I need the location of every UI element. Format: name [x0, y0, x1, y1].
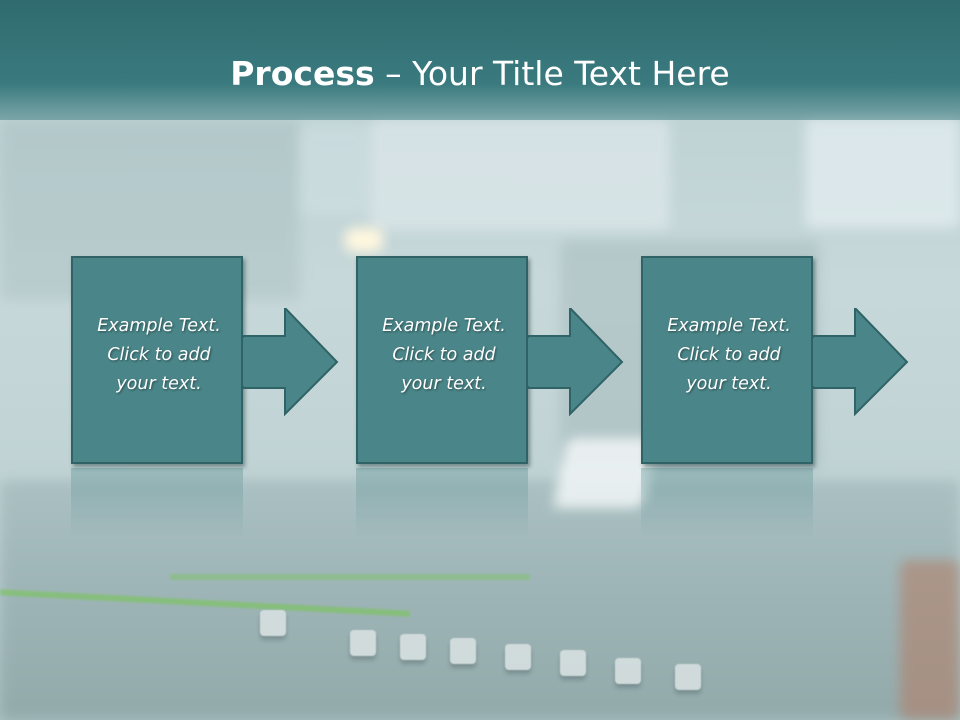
- step-text-line: your text.: [401, 374, 487, 394]
- step-box[interactable]: Example Text. Click to add your text.: [71, 256, 243, 464]
- step-reflection: [356, 468, 528, 538]
- step-reflection: [71, 468, 243, 538]
- step-text[interactable]: Example Text. Click to add your text.: [643, 312, 815, 399]
- step-text-line: your text.: [686, 374, 772, 394]
- step-text-line: Example Text.: [667, 316, 791, 336]
- step-box[interactable]: Example Text. Click to add your text.: [356, 256, 528, 464]
- background-light: [345, 228, 383, 252]
- background-monitor: [370, 120, 670, 230]
- right-arrow-icon: [528, 308, 624, 416]
- process-step-3[interactable]: Example Text. Click to add your text.: [641, 256, 909, 538]
- background-monitor: [300, 125, 370, 215]
- console-fader: [400, 634, 426, 660]
- console-fader: [260, 610, 286, 636]
- console-fader: [675, 664, 701, 690]
- process-step-1[interactable]: Example Text. Click to add your text.: [71, 256, 339, 538]
- title-text: – Your Title Text Here: [374, 54, 730, 93]
- right-arrow-icon: [243, 308, 339, 416]
- title-bold-text: Process: [230, 54, 375, 93]
- console-led-strip: [170, 574, 530, 580]
- console-fader: [450, 638, 476, 664]
- step-text-line: Click to add: [107, 345, 211, 365]
- console-fader: [560, 650, 586, 676]
- step-text-line: Example Text.: [382, 316, 506, 336]
- console-fader: [615, 658, 641, 684]
- right-arrow-icon: [813, 308, 909, 416]
- title-bar: [0, 0, 960, 120]
- step-text-line: Click to add: [392, 345, 496, 365]
- background-monitor: [805, 118, 960, 228]
- step-text[interactable]: Example Text. Click to add your text.: [73, 312, 245, 399]
- step-text-line: your text.: [116, 374, 202, 394]
- step-reflection: [641, 468, 813, 538]
- background-console-edge: [900, 560, 960, 720]
- step-text-line: Example Text.: [97, 316, 221, 336]
- step-text-line: Click to add: [677, 345, 781, 365]
- console-fader: [505, 644, 531, 670]
- step-text[interactable]: Example Text. Click to add your text.: [358, 312, 530, 399]
- step-box[interactable]: Example Text. Click to add your text.: [641, 256, 813, 464]
- slide-title[interactable]: Process – Your Title Text Here: [0, 52, 960, 96]
- console-fader: [350, 630, 376, 656]
- process-step-2[interactable]: Example Text. Click to add your text.: [356, 256, 624, 538]
